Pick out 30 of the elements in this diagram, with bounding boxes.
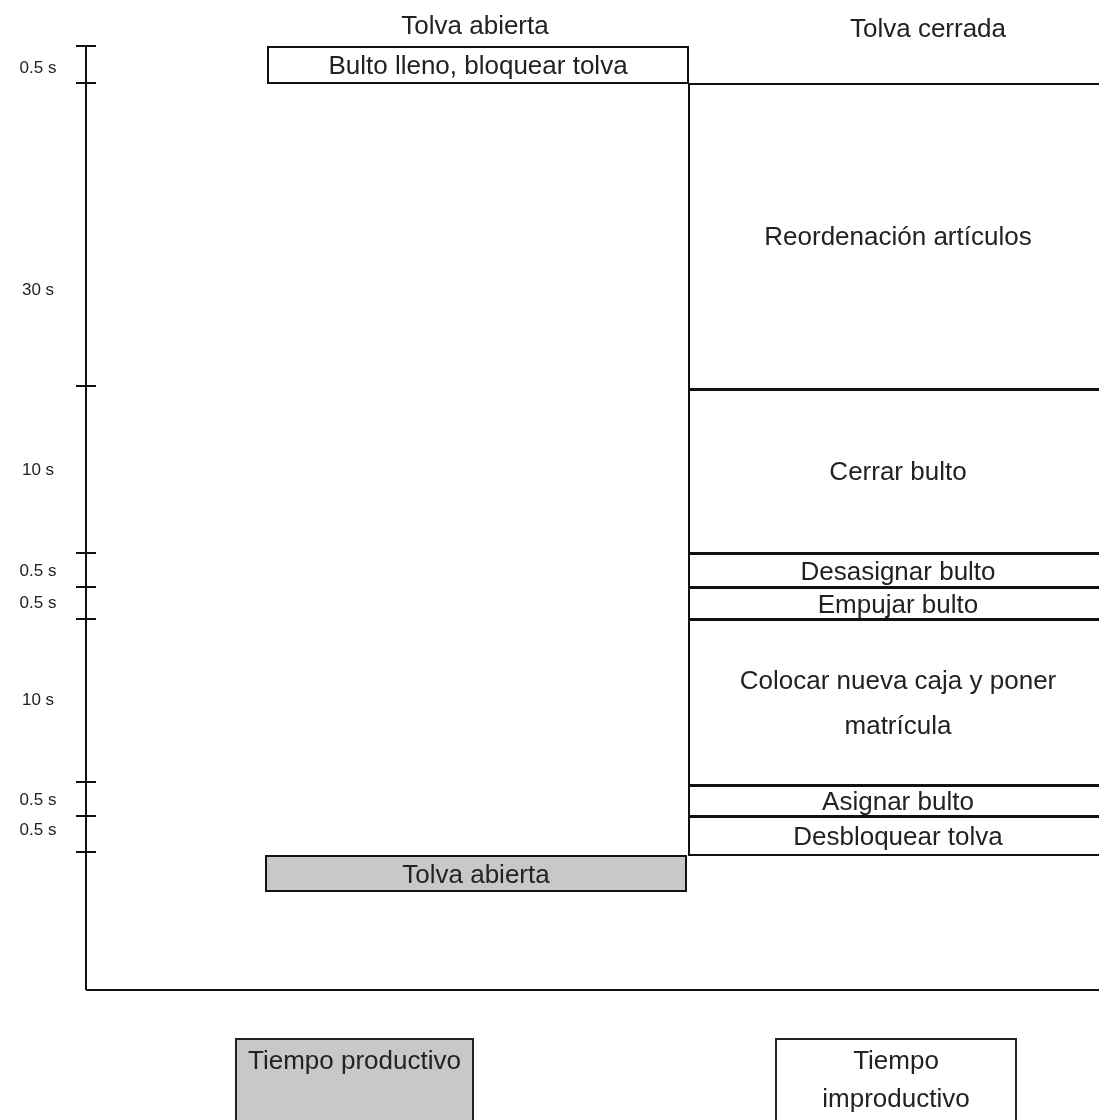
step-label: Tolva abierta (402, 860, 550, 887)
step-band (688, 785, 1099, 817)
column-heading: Tolva abierta (401, 9, 549, 41)
duration-label: 10 s (21, 460, 55, 480)
duration-label: 0.5 s (19, 820, 57, 840)
step-label: Colocar nueva caja y poner matrícula (738, 664, 1058, 742)
step-label: Desbloquear tolva (793, 823, 1003, 849)
step-band (688, 389, 1099, 554)
legend-label: Tiempo improductivo (821, 1044, 971, 1115)
step-band (688, 816, 1099, 856)
legend-label: Tiempo productivo (248, 1044, 461, 1077)
column-heading: Tolva cerrada (849, 12, 1007, 44)
step-label: Cerrar bulto (829, 455, 967, 488)
duration-label: 30 s (21, 280, 55, 300)
step-band (688, 587, 1099, 620)
step-band (688, 553, 1099, 588)
productive-bar (265, 855, 687, 892)
step-band (688, 83, 1099, 390)
duration-label: 0.5 s (19, 593, 57, 613)
step-label: Reordenación artículos (764, 220, 1032, 253)
step-box (267, 46, 689, 84)
duration-label: 0.5 s (19, 790, 57, 810)
step-label: Empujar bulto (817, 590, 979, 617)
duration-label: 0.5 s (19, 561, 57, 581)
duration-label: 10 s (21, 690, 55, 710)
step-band (688, 619, 1099, 786)
step-label: Desasignar bulto (800, 557, 996, 584)
step-label: Bulto lleno, bloquear tolva (328, 52, 628, 78)
duration-label: 0.5 s (19, 58, 57, 78)
step-label: Asignar bulto (822, 788, 974, 814)
